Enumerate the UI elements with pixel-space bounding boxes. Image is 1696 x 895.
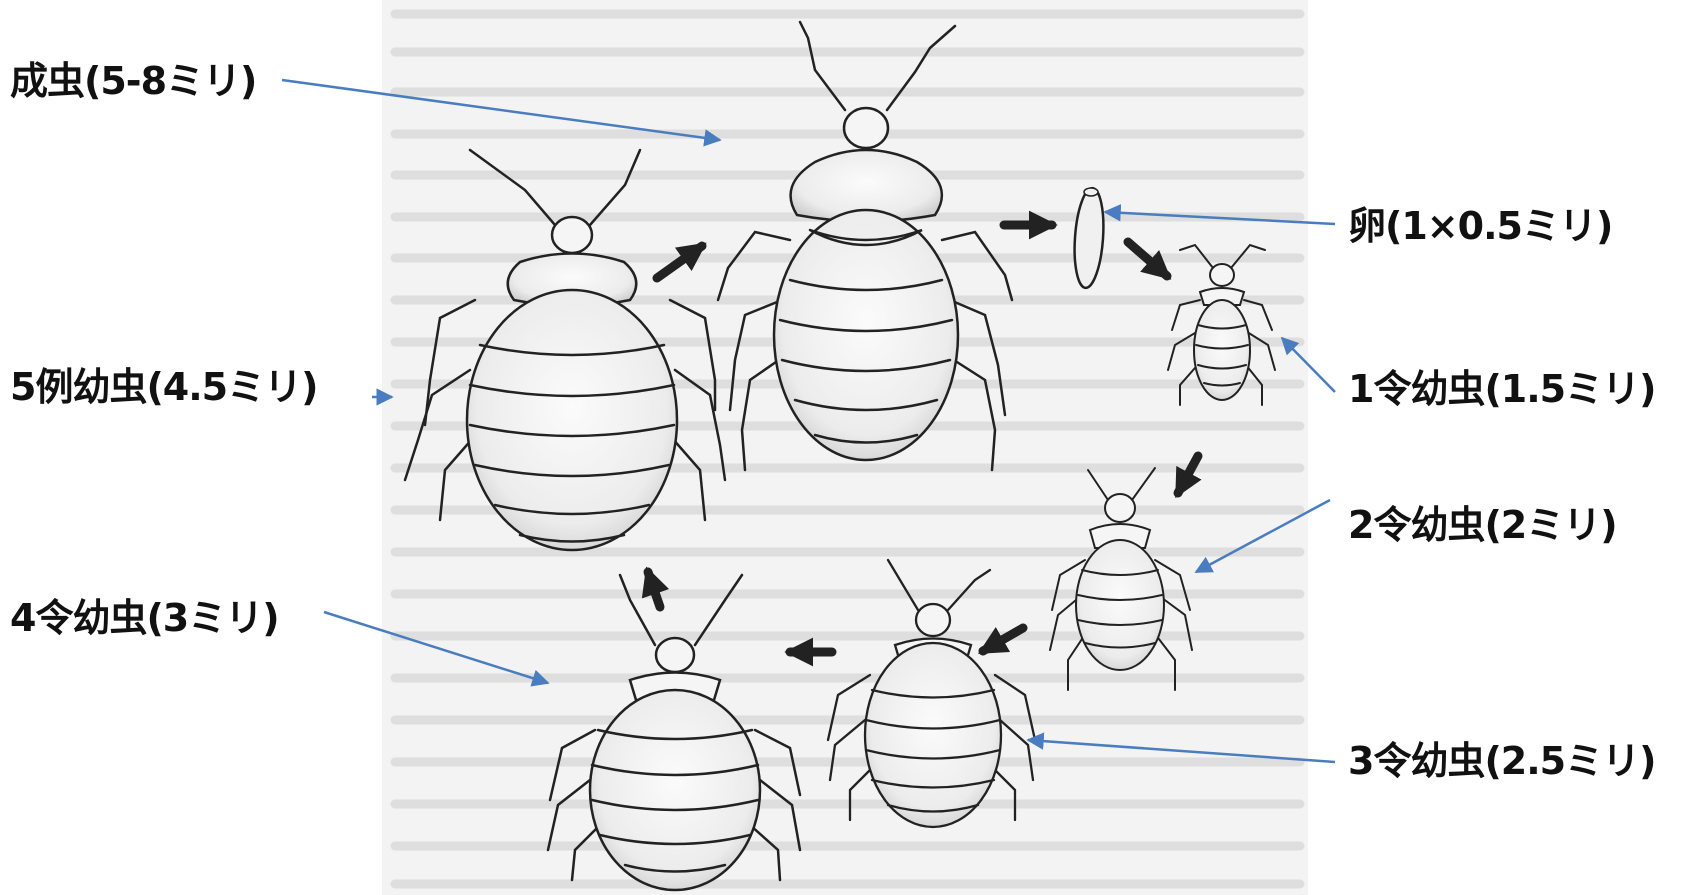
label-third-instar: 3令幼虫(2.5ミリ)	[1348, 738, 1656, 784]
label-fifth-instar: 5例幼虫(4.5ミリ)	[10, 364, 318, 410]
label-fourth-instar: 4令幼虫(3ミリ)	[10, 595, 279, 641]
label-second-instar: 2令幼虫(2ミリ)	[1348, 502, 1617, 548]
label-first-instar: 1令幼虫(1.5ミリ)	[1348, 366, 1656, 412]
label-egg: 卵(1×0.5ミリ)	[1348, 203, 1612, 249]
label-adult: 成虫(5-8ミリ)	[10, 58, 256, 104]
